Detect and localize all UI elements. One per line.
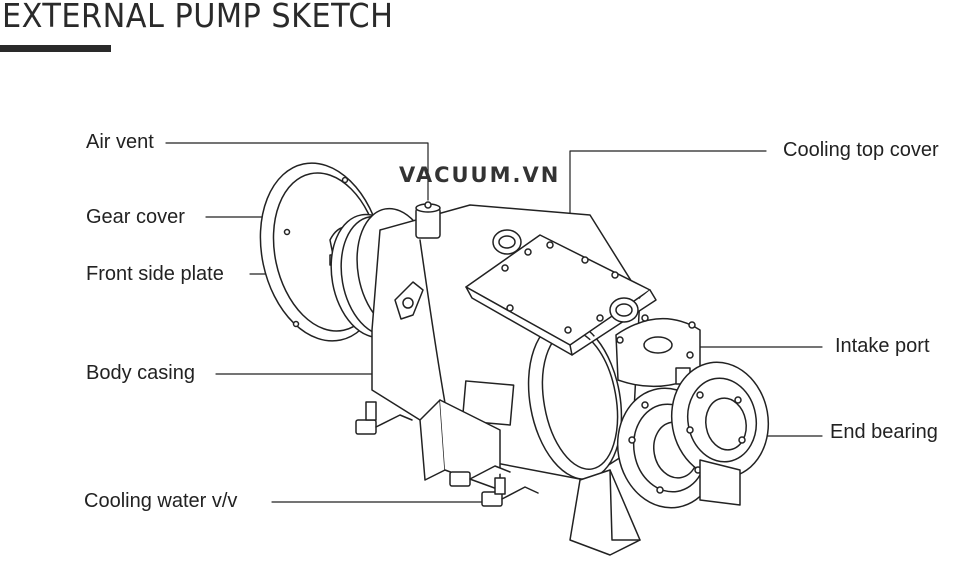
label-end-bearing: End bearing [830,421,938,443]
cooling-water-valves [355,401,539,507]
page-title: EXTERNAL PUMP SKETCH [2,0,394,35]
label-cooling-water-valve: Cooling water v/v [84,490,238,512]
leader-air-vent [165,142,429,201]
label-gear-cover: Gear cover [86,206,185,228]
watermark: VACUUM.VN [399,163,561,187]
air-vent [415,201,441,239]
label-intake-port: Intake port [835,335,930,357]
label-air-vent: Air vent [86,131,154,153]
lifting-eyes [492,229,639,323]
title-underline [0,45,111,52]
mounting-feet [419,399,741,556]
label-body-casing: Body casing [86,362,195,384]
label-cooling-top-cover: Cooling top cover [783,139,939,161]
end-bearing [616,361,770,509]
label-front-side-plate: Front side plate [86,263,224,285]
